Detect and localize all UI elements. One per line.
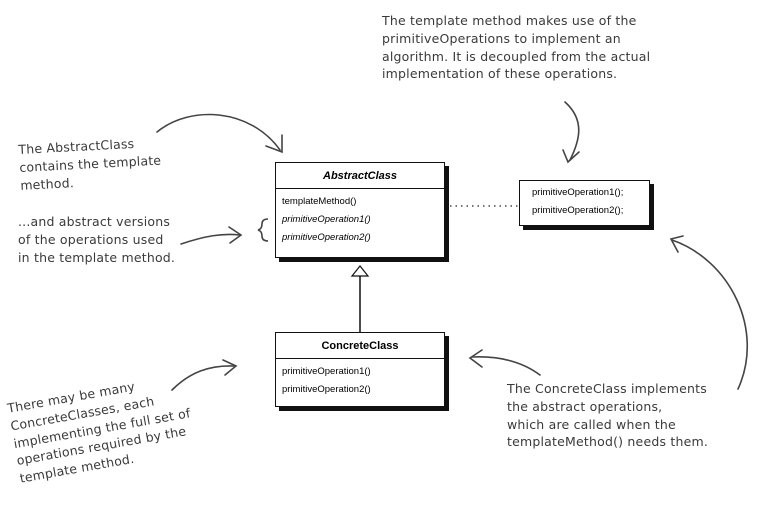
abstract-class-box: AbstractClass templateMethod() primitive… [275, 162, 445, 258]
arrowhead-abstract-ops [228, 226, 243, 244]
note-line-2: primitiveOperation2(); [532, 205, 624, 216]
inheritance-triangle [350, 265, 370, 277]
concrete-class-box: ConcreteClass primitiveOperation1() prim… [275, 332, 445, 407]
abstract-class-name: AbstractClass [276, 163, 444, 189]
arrowhead-bottomright-note [468, 349, 483, 368]
note-left-top: The AbstractClass contains the template … [18, 135, 162, 193]
abstract-primitive-operation-1: primitiveOperation1() [282, 214, 371, 225]
template-method-operation: templateMethod() [282, 196, 357, 207]
arrow-to-concreteclass [171, 365, 235, 391]
arrowhead-up-right [669, 235, 684, 253]
arrow-to-note [564, 101, 580, 161]
arrowhead-abstractclass [265, 134, 283, 154]
note-bottom-right: The ConcreteClass implements the abstrac… [507, 381, 709, 450]
note-line-1: primitiveOperation1(); [532, 187, 624, 198]
arrow-from-bottomright-note [471, 356, 541, 376]
arrow-to-abstractclass [156, 113, 281, 151]
template-method-code-box: primitiveOperation1(); primitiveOperatio… [519, 180, 650, 226]
concrete-primitive-operation-1: primitiveOperation1() [282, 366, 371, 377]
concrete-class-operations: primitiveOperation1() primitiveOperation… [276, 359, 444, 403]
arrowhead-note [562, 149, 580, 164]
note-left-mid: ...and abstract versions of the operatio… [18, 214, 176, 265]
abstract-primitive-operation-2: primitiveOperation2() [282, 232, 371, 243]
arrowhead-concreteclass [222, 359, 238, 376]
concrete-primitive-operation-2: primitiveOperation2() [282, 384, 371, 395]
note-top-right: The template method makes use of the pri… [382, 13, 651, 82]
concrete-class-name: ConcreteClass [276, 333, 444, 359]
abstract-class-operations: templateMethod() primitiveOperation1() p… [276, 189, 444, 251]
curly-brace-icon [257, 218, 269, 242]
arrow-up-right [671, 239, 748, 390]
arrow-to-abstract-ops [180, 233, 241, 245]
